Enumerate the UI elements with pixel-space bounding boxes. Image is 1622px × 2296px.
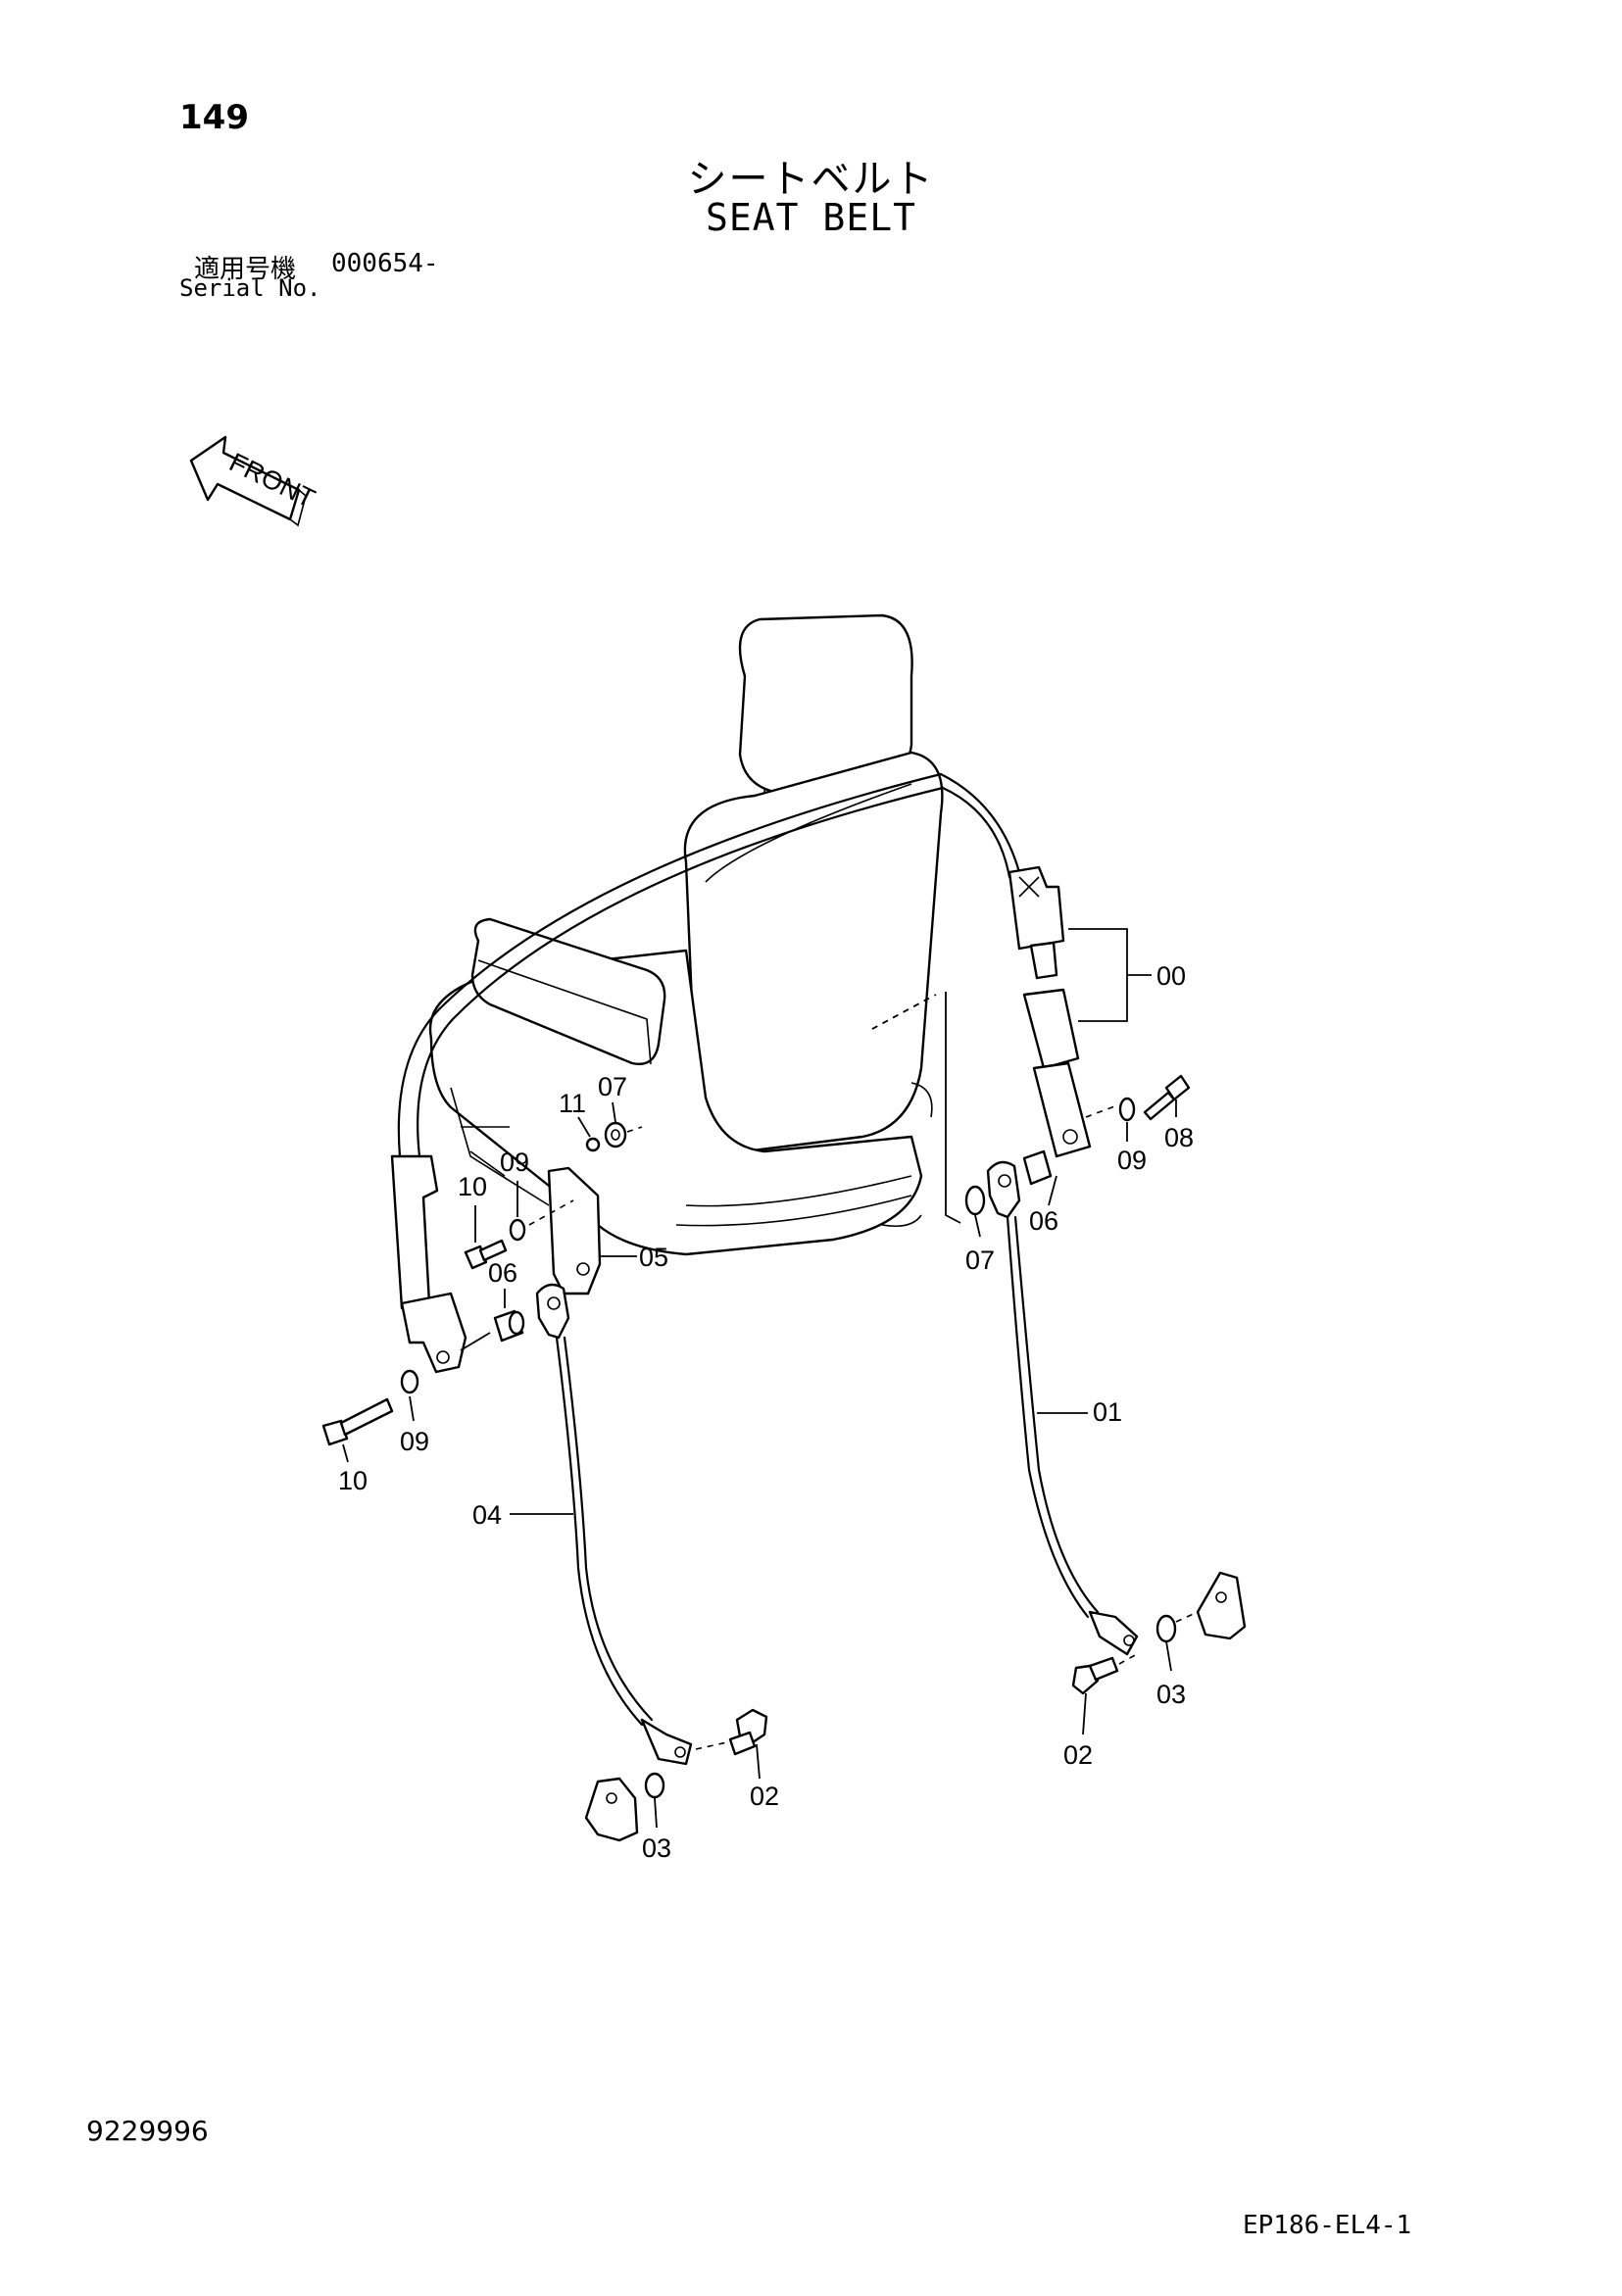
serial-label-japanese: 適用号機 xyxy=(194,255,297,284)
callout-bracket-00 xyxy=(1068,928,1152,1022)
callout-02-left: 02 xyxy=(750,1782,779,1811)
callout-07-top: 07 xyxy=(598,1072,627,1101)
serial-value: 000654- xyxy=(331,249,439,278)
callout-04: 04 xyxy=(472,1500,502,1530)
figure-code: EP186-EL4-1 xyxy=(1243,2211,1412,2240)
callout-03-right: 03 xyxy=(1156,1680,1186,1709)
callout-11: 11 xyxy=(559,1089,586,1118)
callout-06-left: 06 xyxy=(488,1258,517,1288)
washer-11 xyxy=(585,1137,601,1152)
washer-09-lower xyxy=(400,1369,419,1394)
callout-09-upper: 09 xyxy=(500,1148,529,1177)
nut-07-top xyxy=(604,1121,643,1148)
bracket-05 xyxy=(528,1166,602,1295)
spacer-06-left xyxy=(493,1309,525,1343)
front-arrow-icon: FRONT xyxy=(189,435,319,527)
serial-label-english: Serial No. xyxy=(179,274,321,302)
callout-09-right: 09 xyxy=(1117,1146,1147,1175)
washer-09-upper xyxy=(509,1218,526,1242)
callout-09-lower: 09 xyxy=(400,1427,429,1456)
callout-10-upper: 10 xyxy=(458,1172,487,1201)
callout-08: 08 xyxy=(1164,1123,1194,1152)
bolt-02-right xyxy=(1071,1653,1138,1695)
anchor-bracket-right xyxy=(1155,1571,1247,1643)
callout-07-right: 07 xyxy=(965,1246,995,1275)
callout-02-right: 02 xyxy=(1063,1740,1093,1770)
belt-strap xyxy=(397,772,1021,1158)
cable-04 xyxy=(535,1283,693,1766)
washer-09-right xyxy=(1118,1097,1136,1122)
title-japanese: シートベルト xyxy=(687,157,935,202)
title-english: SEAT BELT xyxy=(706,196,916,239)
bolt-02-left xyxy=(695,1708,768,1756)
retractor-left xyxy=(390,1154,491,1374)
document-number: 9229996 xyxy=(86,2115,209,2147)
anchor-bracket-left xyxy=(584,1772,665,1842)
bolt-10-lower xyxy=(321,1397,394,1446)
callout-03-left: 03 xyxy=(642,1833,671,1863)
buckle-assembly xyxy=(1008,865,1118,1158)
callout-05: 05 xyxy=(639,1243,668,1272)
bolt-08 xyxy=(1143,1074,1191,1121)
leader-seat-to-07 xyxy=(945,992,961,1224)
bolt-10-upper xyxy=(464,1239,508,1270)
callout-01: 01 xyxy=(1093,1397,1122,1427)
callout-06-right: 06 xyxy=(1029,1206,1058,1236)
cable-01 xyxy=(964,1149,1139,1656)
page-number: 149 xyxy=(179,98,249,137)
callout-00: 00 xyxy=(1156,961,1186,991)
callout-10-lower: 10 xyxy=(338,1466,368,1495)
